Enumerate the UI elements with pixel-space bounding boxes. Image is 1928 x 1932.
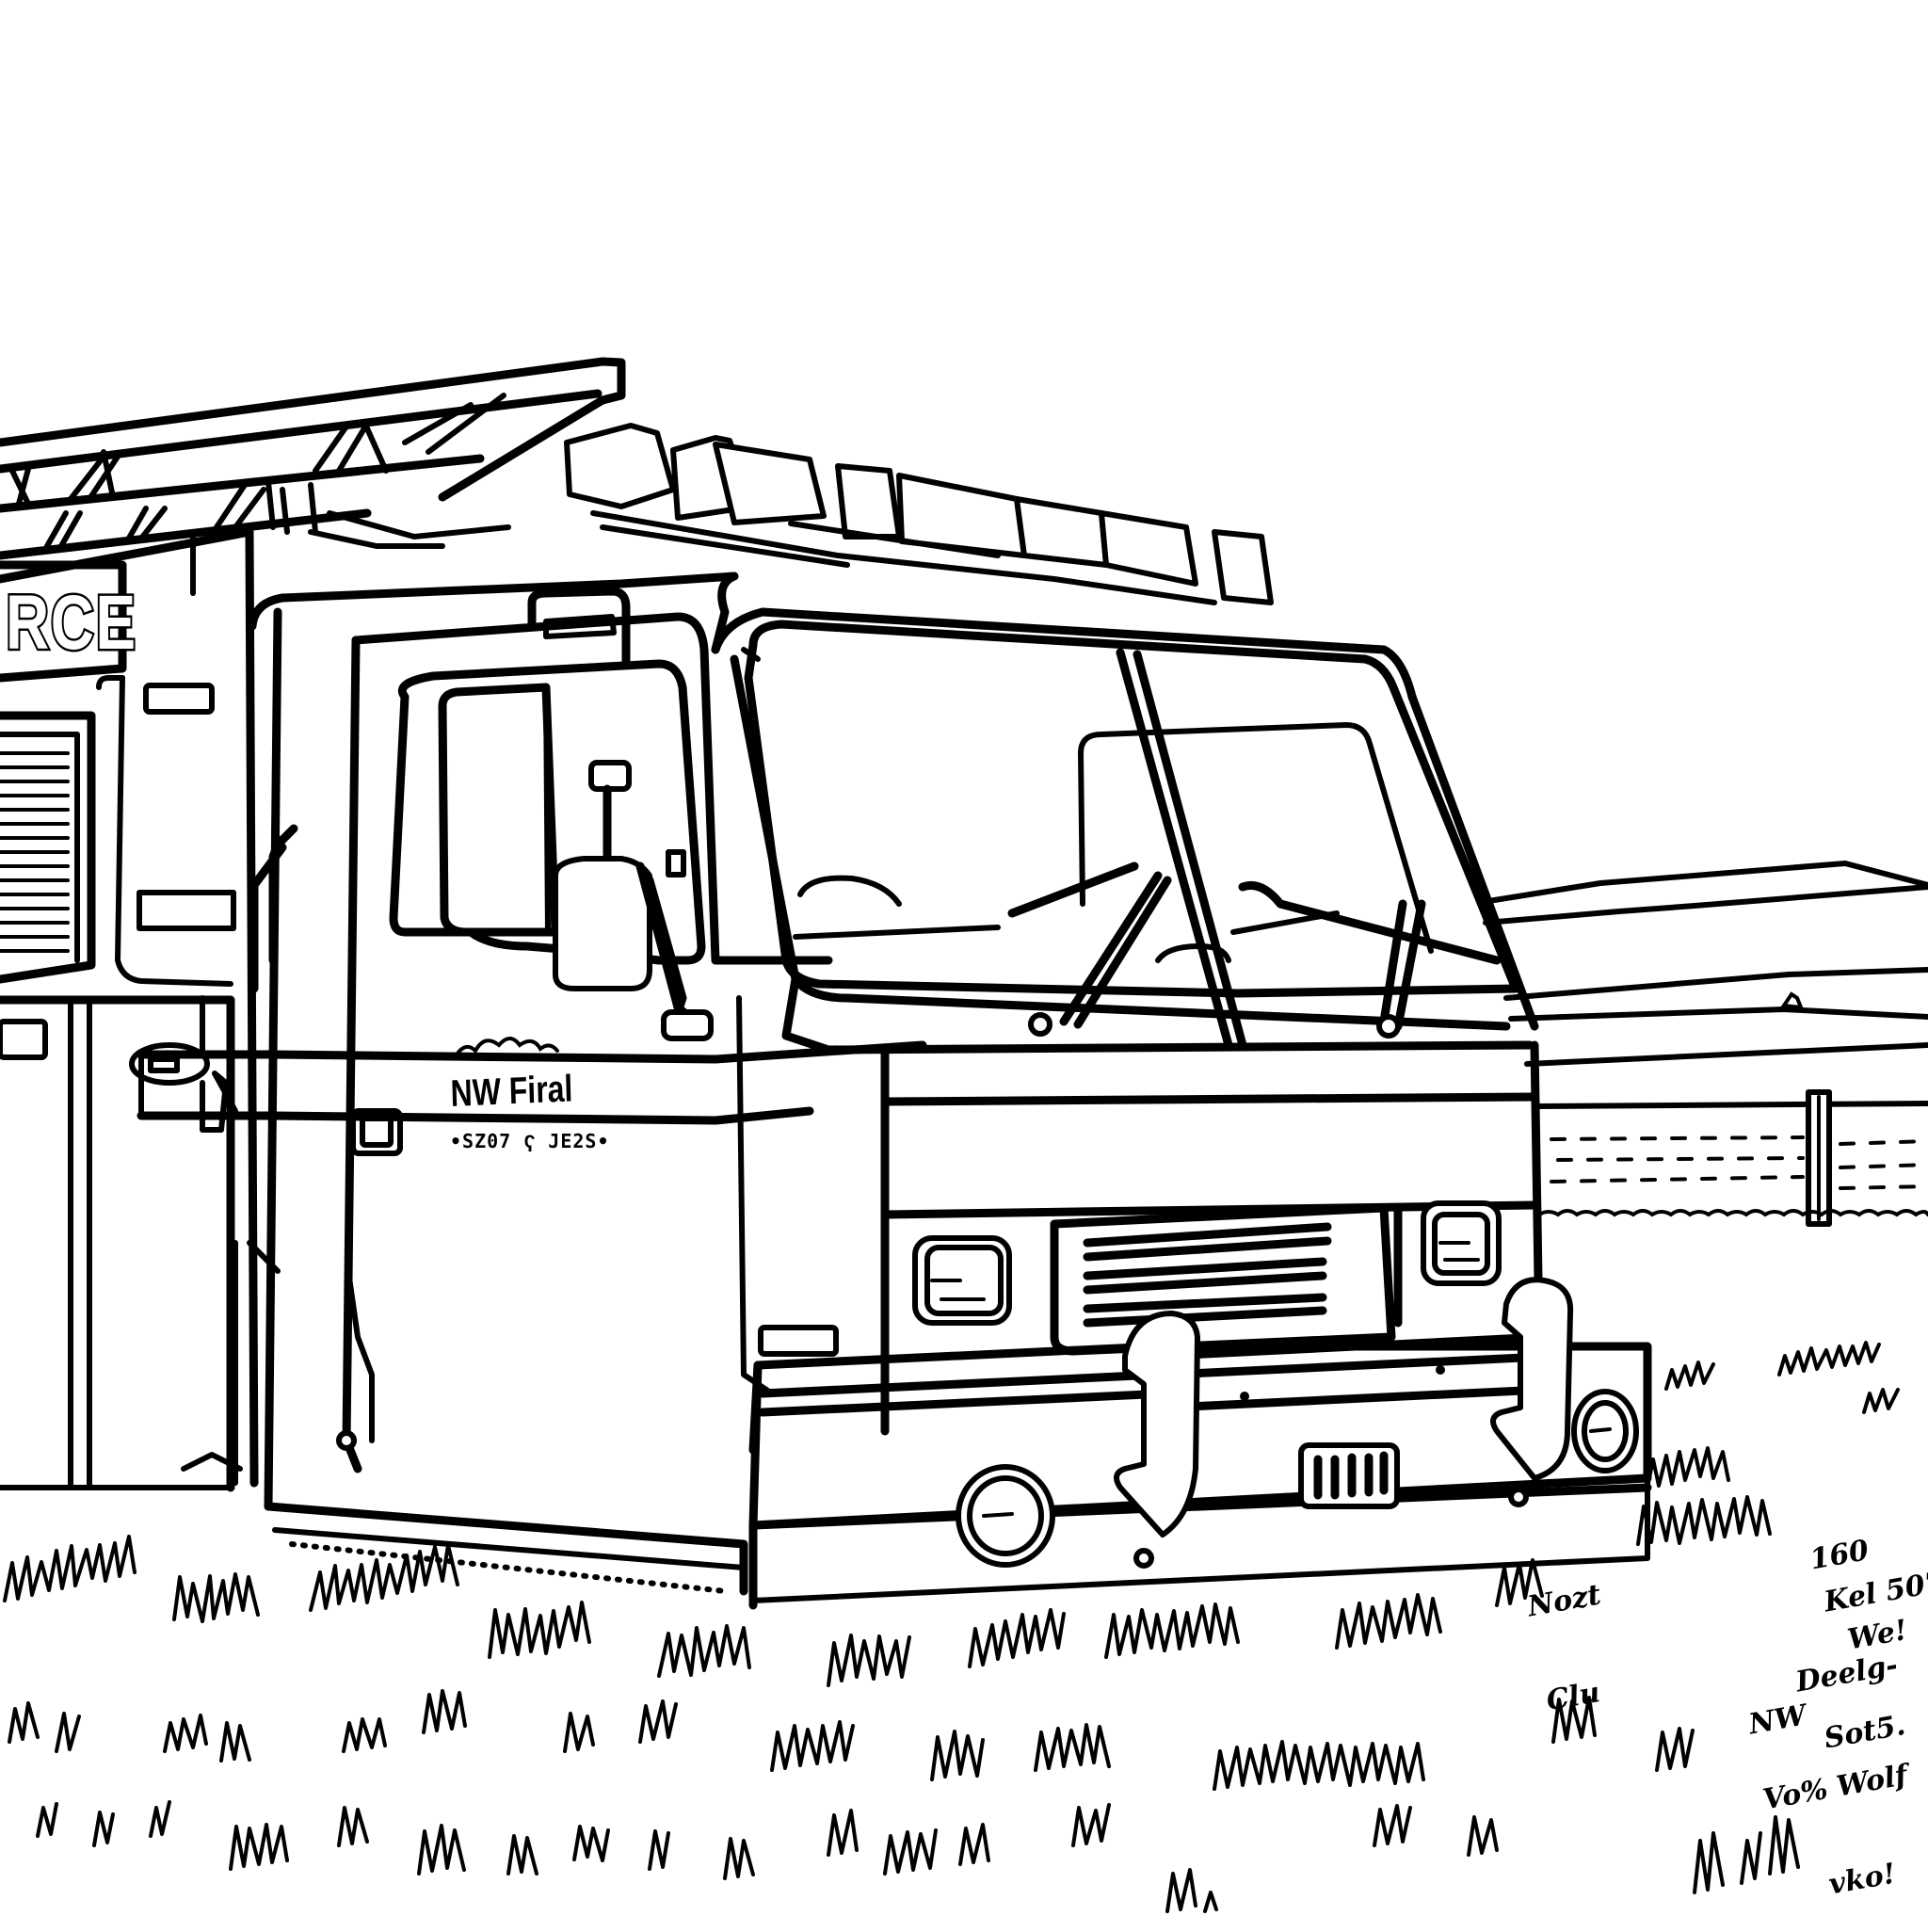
emblem-ornament	[455, 1037, 559, 1056]
truck-body	[0, 527, 259, 1492]
fence	[1534, 1089, 1928, 1227]
foreground-grass	[3, 1341, 1900, 1913]
truck-cab	[137, 572, 1539, 1596]
door-emblem-title: NW Firal	[450, 1068, 573, 1115]
truck-side-lettering: RCE	[4, 578, 137, 668]
roof-ladder	[0, 357, 626, 596]
truck-front	[748, 1040, 1652, 1610]
door-emblem-subtitle: •SZ07 Ҁ ЈЕ2Ѕ•	[450, 1130, 610, 1152]
background-hills	[1480, 861, 1928, 1067]
roof-light-bar	[564, 423, 1274, 605]
